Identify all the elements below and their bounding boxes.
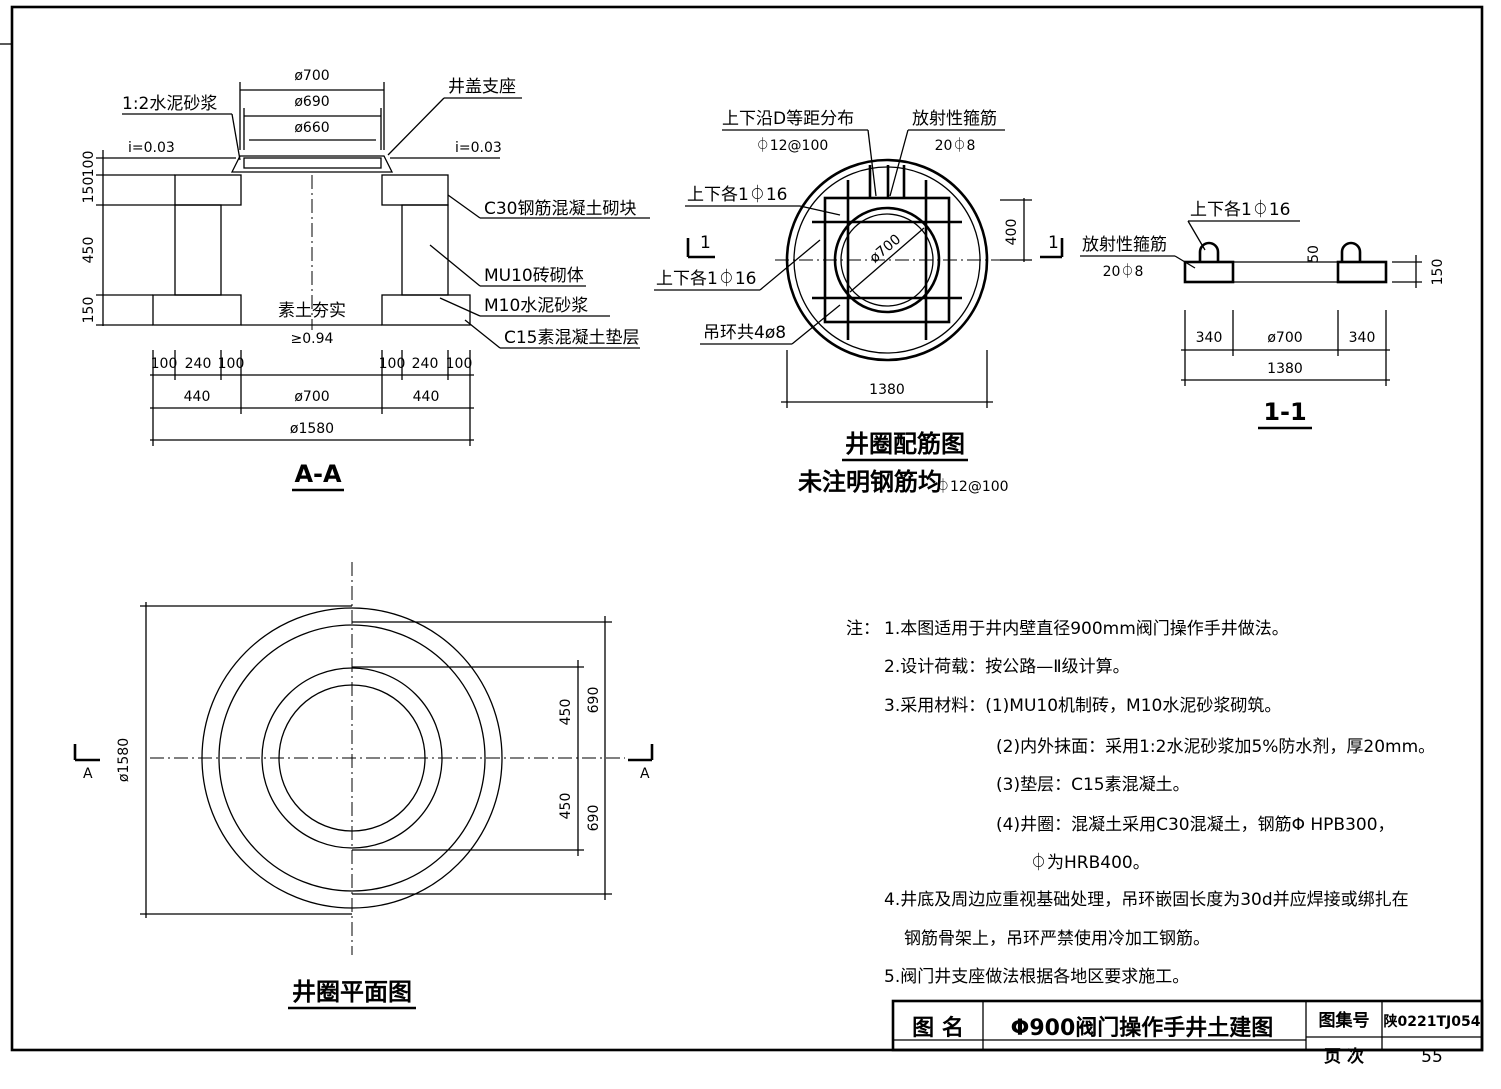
plan-cut-right: A	[640, 766, 650, 782]
rebar-subtitle: 未注明钢筋均	[798, 468, 942, 496]
s11-d700: ø700	[1267, 330, 1302, 346]
s11-title: 1-1	[1263, 398, 1306, 426]
plan-d450b: 450	[558, 793, 574, 820]
aa-dim-v150a: 150	[81, 177, 97, 204]
section-aa: ø700 ø690 ø660 1:2水泥砂浆 井盖支座 i=0.03 i=0.0…	[81, 68, 650, 492]
rebar-cut-right: 1	[1048, 233, 1059, 253]
s11-d340b: 340	[1349, 330, 1376, 346]
rebar-ud2: 上下各1⏀16	[656, 268, 756, 289]
section-11: 放射性箍筋 20⏀8 上下各1⏀16 50 150 340 ø700 340 1…	[1080, 199, 1446, 430]
rebar-dim-1380: 1380	[869, 382, 905, 398]
note-line-5: (3)垫层：C15素混凝土。	[996, 775, 1190, 795]
aa-title: A-A	[294, 460, 342, 488]
note-line-7: ⏀为HRB400。	[1030, 852, 1150, 873]
tb-name: Φ900阀门操作手井土建图	[1011, 1015, 1274, 1041]
note-line-8: 4.井底及周边应重视基础处理，吊环嵌固长度为30d并应焊接或绑扎在	[884, 890, 1409, 910]
note-line-10: 5.阀门井支座做法根据各地区要求施工。	[884, 967, 1189, 987]
note-line-9: 钢筋骨架上，吊环严禁使用冷加工钢筋。	[904, 928, 1210, 949]
aa-slope-right: i=0.03	[455, 140, 502, 156]
tb-page: 55	[1421, 1047, 1443, 1067]
rebar-title: 井圈配筋图	[845, 430, 965, 458]
rebar-top-label: 上下沿D等距分布	[722, 109, 854, 129]
note-line-2: 2.设计荷载：按公路—Ⅱ级计算。	[884, 657, 1130, 677]
s11-d1380: 1380	[1267, 361, 1303, 377]
aa-dim-660: ø660	[294, 120, 329, 136]
s11-radial-label: 放射性箍筋	[1082, 235, 1167, 255]
s11-d340a: 340	[1196, 330, 1223, 346]
aa-dim-b440b: 440	[413, 389, 440, 405]
note-line-6: (4)井圈：混凝土采用C30混凝土，钢筋Φ HPB300，	[996, 815, 1395, 835]
sheet-border	[10, 5, 1484, 1052]
s11-d150: 150	[1430, 259, 1446, 286]
aa-dim-b700: ø700	[294, 389, 329, 405]
aa-dim-v450: 450	[81, 237, 97, 264]
rebar-radial-label: 放射性箍筋	[912, 109, 997, 129]
aa-dim-b240a: 240	[185, 356, 212, 372]
rebar-subtitle-spec: ⏀12@100	[936, 478, 1009, 495]
aa-label-c15: C15素混凝土垫层	[504, 328, 640, 348]
aa-label-cover-seat: 井盖支座	[448, 77, 516, 97]
aa-label-mortar: 1:2水泥砂浆	[122, 94, 217, 114]
aa-label-c30: C30钢筋混凝土砌块	[484, 199, 637, 219]
rebar-dim-400: 400	[1004, 219, 1020, 246]
aa-soil: 素土夯实	[278, 301, 346, 321]
plan-d690a: 690	[586, 687, 602, 714]
aa-dim-700: ø700	[294, 68, 329, 84]
tb-atlas: 陕0221TJ054	[1384, 1013, 1481, 1030]
aa-dim-b100d: 100	[446, 356, 473, 372]
aa-label-m10: M10水泥砂浆	[484, 296, 588, 316]
aa-dim-b1580: ø1580	[290, 421, 334, 437]
note-line-4: (2)内外抹面：采用1:2水泥砂浆加5%防水剂，厚20mm。	[996, 737, 1435, 757]
plan-title: 井圈平面图	[292, 978, 412, 1006]
aa-dim-v100: 100	[81, 151, 97, 178]
plan-d1580: ø1580	[116, 738, 132, 782]
plan-cut-left: A	[83, 766, 93, 782]
tb-name-label: 图 名	[912, 1015, 964, 1041]
rebar-ud1: 上下各1⏀16	[687, 184, 787, 205]
aa-dim-b100c: 100	[379, 356, 406, 372]
rebar-radial-spec: 20⏀8	[935, 137, 976, 154]
tb-page-label: 页 次	[1324, 1046, 1364, 1067]
rebar-cut-left: 1	[700, 233, 711, 253]
notes: 注： 1.本图适用于井内壁直径900mm阀门操作手井做法。 2.设计荷载：按公路…	[846, 619, 1435, 987]
aa-compaction: ≥0.94	[291, 331, 334, 347]
tb-atlas-label: 图集号	[1319, 1010, 1370, 1031]
plan-view: ø1580 450 450 690 690 A A 井圈平面图	[73, 562, 654, 1010]
aa-label-mu10: MU10砖砌体	[484, 266, 584, 286]
plan-d450a: 450	[558, 699, 574, 726]
rebar-hoist: 吊环共4ø8	[703, 323, 786, 343]
plan-d690b: 690	[586, 805, 602, 832]
note-line-1: 1.本图适用于井内壁直径900mm阀门操作手井做法。	[884, 619, 1289, 639]
aa-dim-690: ø690	[294, 94, 329, 110]
aa-dim-b100a: 100	[151, 356, 178, 372]
rebar-top-spec: ⏀12@100	[756, 137, 829, 154]
s11-ud: 上下各1⏀16	[1190, 199, 1290, 220]
aa-dim-v150b: 150	[81, 297, 97, 324]
aa-dim-b100b: 100	[218, 356, 245, 372]
title-block: 图 名 Φ900阀门操作手井土建图 图集号 陕0221TJ054 页 次 55	[891, 999, 1484, 1067]
aa-slope-left: i=0.03	[128, 140, 175, 156]
ring-rebar-view: ø700 上下沿D等距分布 ⏀12@100 放射性箍筋 20⏀8 上下各1⏀16…	[654, 109, 1064, 496]
note-line-3: 3.采用材料：(1)MU10机制砖，M10水泥砂浆砌筑。	[884, 696, 1281, 716]
s11-d50: 50	[1306, 245, 1322, 263]
aa-dim-b240b: 240	[412, 356, 439, 372]
notes-head: 注：	[846, 619, 880, 639]
aa-dim-b440a: 440	[184, 389, 211, 405]
s11-radial-spec: 20⏀8	[1103, 263, 1144, 280]
